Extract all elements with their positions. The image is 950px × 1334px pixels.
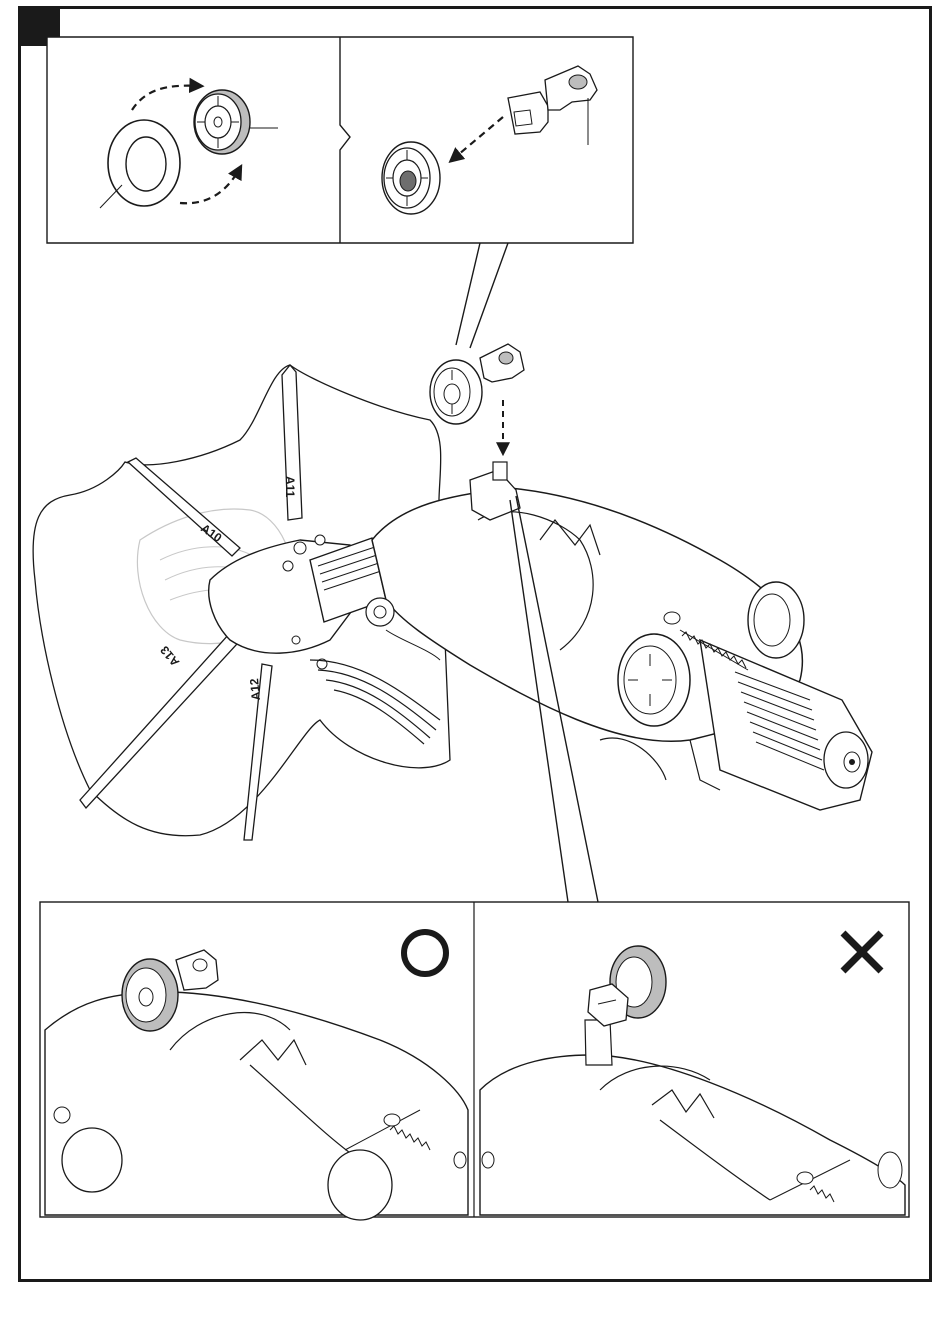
part-label-a12: A12 [247, 677, 263, 700]
part-label-a11: A11 [283, 476, 297, 498]
main-assembly: A10 A11 A13 A12 [33, 344, 872, 840]
bottom-comparison-panels [40, 902, 909, 1220]
assembled-wheel [382, 142, 440, 214]
top-inset-panel [47, 37, 633, 243]
floating-wheel-assembly [430, 344, 524, 424]
